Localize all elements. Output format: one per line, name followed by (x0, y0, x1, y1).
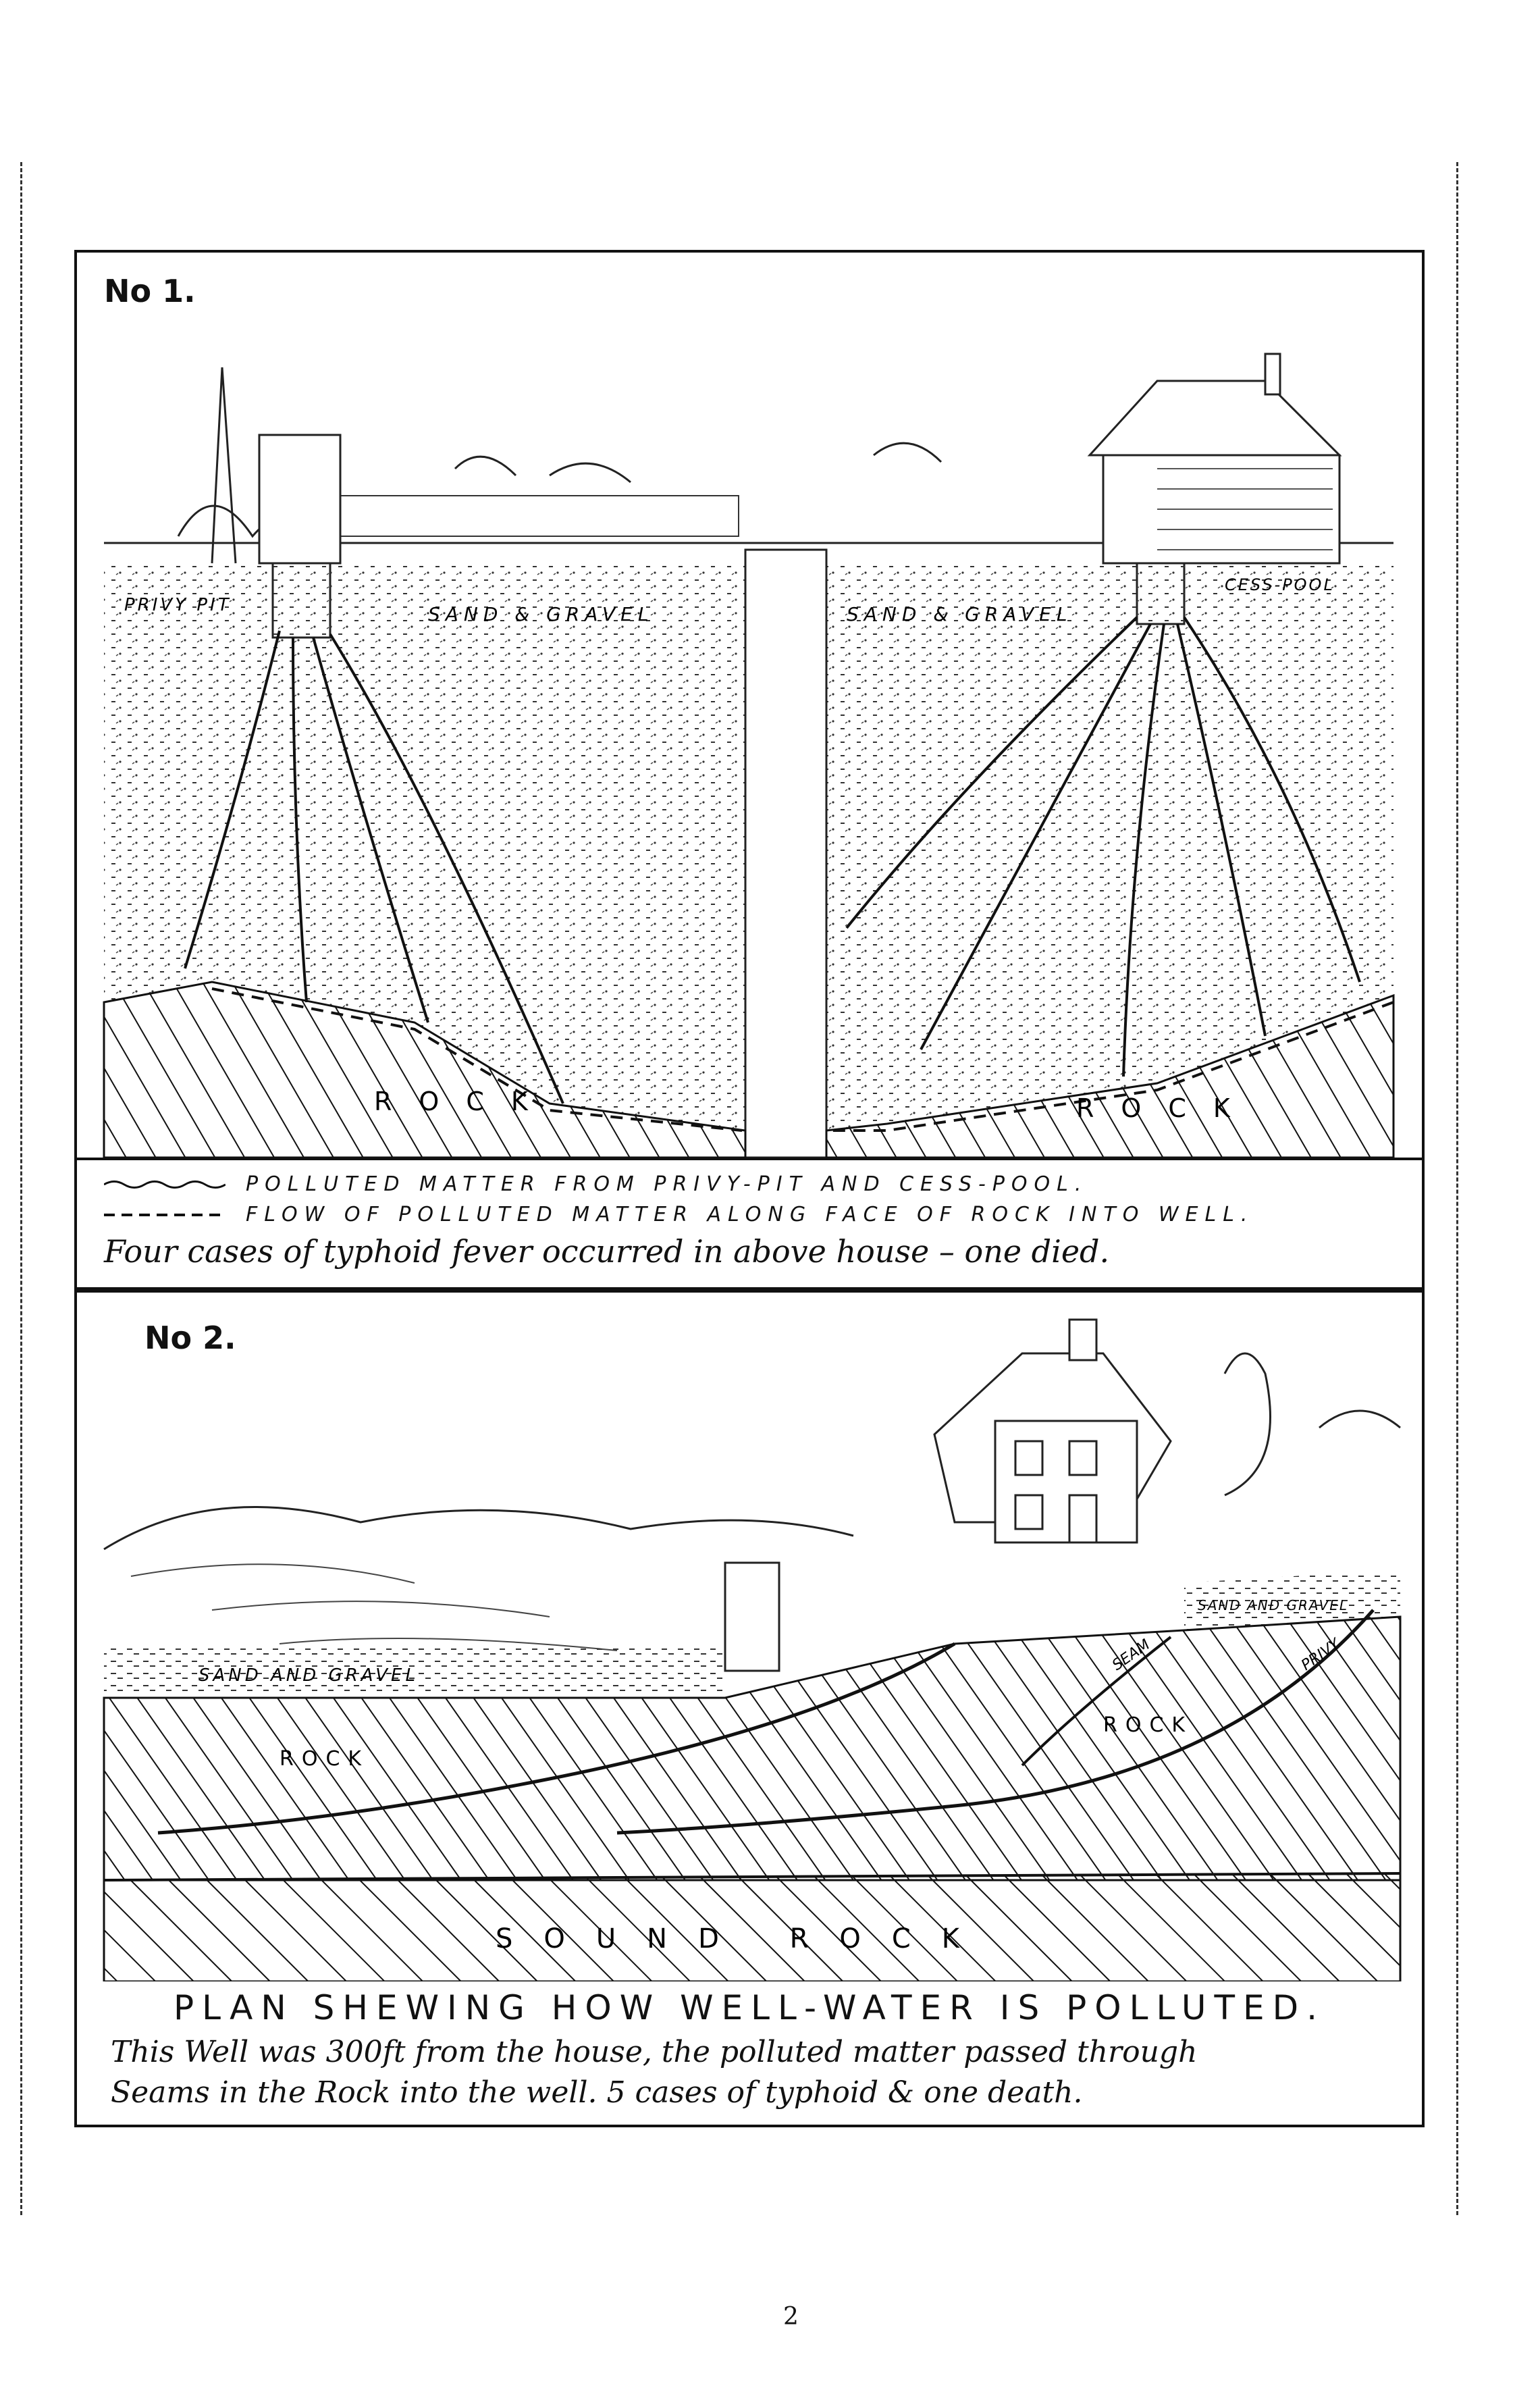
outer-frame (20, 162, 1458, 2215)
hill-scribbles (130, 1563, 618, 1651)
label-sand-gravel-right: SAND & GRAVEL (847, 603, 1072, 625)
figure-1-number: No 1. (104, 273, 196, 309)
legend-row-polluted: POLLUTED MATTER FROM PRIVY-PIT AND CESS-… (104, 1172, 1395, 1196)
figure-1-note: Four cases of typhoid fever occurred in … (104, 1233, 1110, 1270)
wavy-line-icon (104, 1180, 225, 1189)
label-sand-gravel: SAND AND GRAVEL (198, 1665, 419, 1686)
label-sand-gravel-left: SAND & GRAVEL (428, 603, 654, 625)
sand-gravel-band-right (1184, 1569, 1400, 1630)
legend-polluted-text: POLLUTED MATTER FROM PRIVY-PIT AND CESS-… (246, 1172, 1088, 1196)
figure-2-drawing: SAND AND GRAVEL SAND AND GRAVEL ROCK ROC… (103, 1318, 1402, 1981)
tree-line (177, 442, 942, 544)
flow-into-well-left (211, 987, 743, 1132)
figure-1-legend: POLLUTED MATTER FROM PRIVY-PIT AND CESS-… (77, 1158, 1422, 1282)
rock-right-stratum (825, 993, 1395, 1158)
privy-hut (258, 434, 342, 565)
figure-2-number: No 2. (144, 1320, 236, 1356)
sound-rock-stratum (103, 1872, 1402, 1981)
plan-title: PLAN SHEWING HOW WELL-WATER IS POLLUTED. (173, 1988, 1325, 2027)
house-illustration (1087, 353, 1342, 565)
dashed-line-icon (104, 1213, 225, 1216)
label-privy-pit: PRIVY PIT (124, 595, 232, 615)
trees-right (1223, 1352, 1401, 1497)
plan-description-line-1: This Well was 300ft from the house, the … (111, 2035, 1198, 2069)
seam-1 (157, 1642, 956, 1835)
well-lining (744, 631, 828, 1151)
label-rock-left: ROCK (280, 1747, 369, 1771)
label-rock-right: ROCK (1076, 1093, 1257, 1123)
polluted-matter-right (845, 616, 1361, 1077)
well-head (724, 1561, 780, 1672)
label-sand-gravel-right: SAND AND GRAVEL (1198, 1597, 1348, 1613)
house-illustration-2 (933, 1318, 1172, 1544)
seam-3 (1021, 1636, 1172, 1767)
flow-into-well-right (830, 1001, 1394, 1132)
sand-gravel-band (104, 1644, 725, 1698)
label-rock-left: ROCK (374, 1087, 555, 1116)
rock-left-stratum (103, 981, 747, 1158)
fence (319, 495, 739, 537)
seam-2 (616, 1609, 1375, 1835)
polluted-matter-left (184, 630, 564, 1104)
poplar-tree (211, 367, 237, 564)
figure-1-panel: No 1. (74, 250, 1425, 1290)
figure-2-panel: No 2. (74, 1290, 1425, 2127)
page-mark: 2 (783, 2303, 799, 2331)
legend-row-flow: FLOW OF POLLUTED MATTER ALONG FACE OF RO… (104, 1203, 1395, 1226)
hills (103, 1506, 854, 1551)
label-rock-right: ROCK (1103, 1713, 1193, 1737)
label-cess-pool: CESS-POOL (1225, 575, 1335, 594)
figure-1-drawing: PRIVY PIT SAND & GRAVEL SAND & GRAVEL CE… (103, 353, 1395, 1158)
plan-description-line-2: Seams in the Rock into the well. 5 cases… (111, 2075, 1083, 2110)
label-sound-rock: SOUND ROCK (496, 1923, 990, 1954)
well-shaft (744, 548, 828, 1158)
legend-flow-text: FLOW OF POLLUTED MATTER ALONG FACE OF RO… (246, 1203, 1254, 1226)
